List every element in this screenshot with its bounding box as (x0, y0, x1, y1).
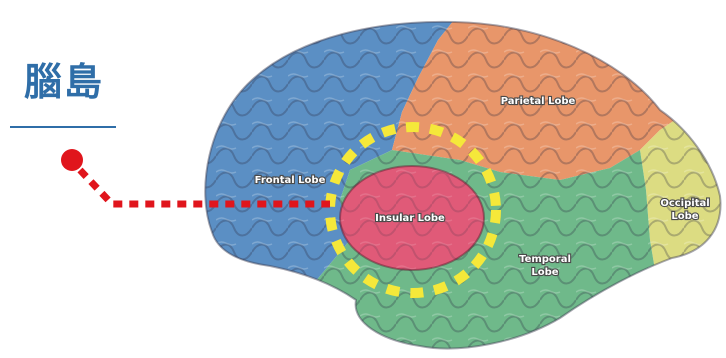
label-temporal-lobe-line1: Temporal (519, 254, 571, 265)
label-parietal-lobe: Parietal Lobe (501, 96, 576, 107)
label-frontal-lobe: Frontal Lobe (255, 175, 326, 186)
label-occipital-lobe-line1: Occipital (660, 198, 709, 209)
label-insular-lobe: Insular Lobe (375, 213, 445, 224)
label-occipital-lobe-line2: Lobe (671, 211, 698, 222)
pointer-dot (61, 149, 83, 171)
label-temporal-lobe-line2: Lobe (531, 267, 558, 278)
